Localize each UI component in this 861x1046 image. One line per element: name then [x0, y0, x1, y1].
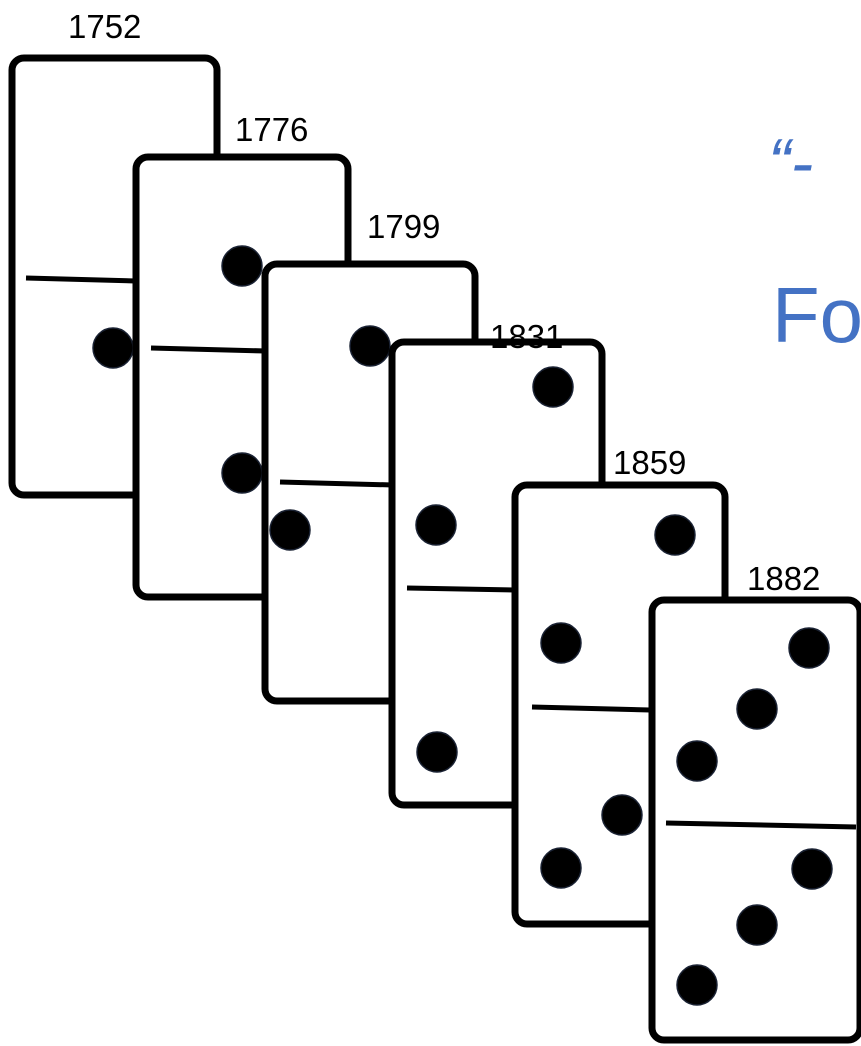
domino-pip: [540, 847, 582, 889]
domino-pip: [788, 627, 830, 669]
year-label: 1882: [747, 560, 820, 597]
domino-pip: [532, 366, 574, 408]
year-label: 1859: [613, 444, 686, 481]
domino-pip: [676, 964, 718, 1006]
domino-pip: [415, 504, 457, 546]
domino-pip: [221, 452, 263, 494]
domino-pip: [221, 245, 263, 287]
domino-1882: 1882: [648, 560, 861, 1044]
domino-pip: [92, 327, 134, 369]
domino-pip: [269, 509, 311, 551]
domino-pip: [736, 904, 778, 946]
slide-title-fragment: Fo: [772, 271, 861, 359]
domino-pip: [676, 740, 718, 782]
year-label: 1831: [490, 318, 563, 355]
domino-pip: [791, 848, 833, 890]
year-label: 1776: [235, 111, 308, 148]
domino-pip: [654, 514, 696, 556]
domino-pip: [349, 325, 391, 367]
domino-pip: [416, 731, 458, 773]
quote-mark-fragment: “-: [768, 125, 813, 201]
year-label: 1799: [367, 208, 440, 245]
year-label: 1752: [68, 8, 141, 45]
domino-pip: [601, 794, 643, 836]
domino-pip: [736, 688, 778, 730]
domino-pip: [540, 622, 582, 664]
